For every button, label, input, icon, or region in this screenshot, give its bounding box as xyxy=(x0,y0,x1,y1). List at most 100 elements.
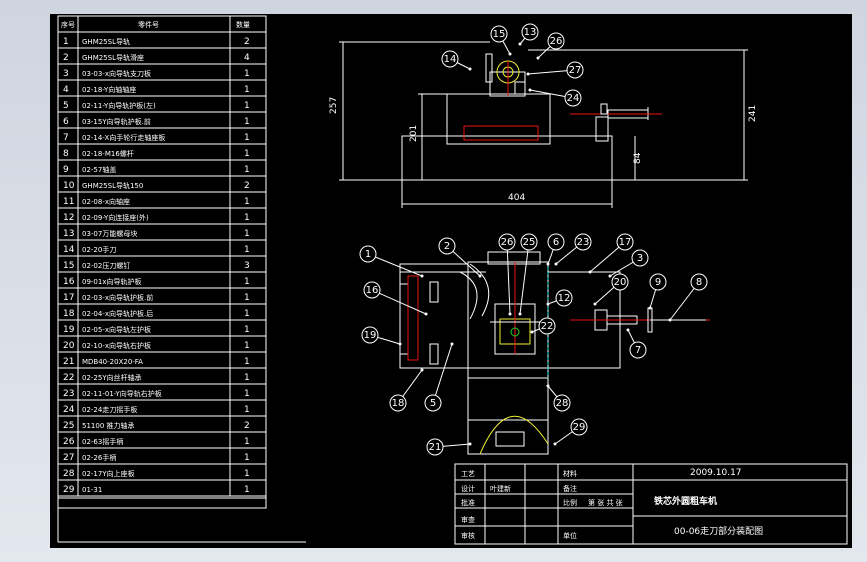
row-part-name: 02-26手柄 xyxy=(82,453,116,462)
row-qty: 1 xyxy=(244,69,250,79)
material-label: 材料 xyxy=(563,469,577,478)
row-part-name: 02-18-M16螺杆 xyxy=(82,149,134,158)
balloon-number: 1 xyxy=(365,249,371,260)
row-qty: 1 xyxy=(244,405,250,415)
row-no: 18 xyxy=(63,309,75,319)
callout-balloon: 8 xyxy=(668,273,708,322)
row-no: 7 xyxy=(63,133,69,143)
table-header-qty: 数量 xyxy=(236,20,250,29)
callout-balloon: 6 xyxy=(546,233,565,266)
row-part-name: 03-07万能螺母块 xyxy=(82,229,137,238)
dim-257: 257 xyxy=(329,97,339,114)
row-qty: 1 xyxy=(244,437,250,447)
row-qty: 1 xyxy=(244,149,250,159)
callout-balloon: 29 xyxy=(553,418,588,446)
title-label-approve: 批准 xyxy=(461,498,475,507)
balloon-number: 28 xyxy=(556,398,569,409)
balloon-number: 3 xyxy=(637,253,643,264)
row-qty: 1 xyxy=(244,213,250,223)
balloon-number: 7 xyxy=(635,345,641,356)
machine-name: 铁芯外圆粗车机 xyxy=(654,495,717,507)
row-qty: 1 xyxy=(244,229,250,239)
table-row: 13 03-07万能螺母块 1 xyxy=(63,229,250,239)
row-qty: 1 xyxy=(244,197,250,207)
row-part-name: 02-25Y向丝杆轴承 xyxy=(82,373,142,382)
row-no: 28 xyxy=(63,469,75,479)
balloon-number: 2 xyxy=(444,241,450,252)
scale-label: 比例 xyxy=(563,498,577,507)
balloon-number: 21 xyxy=(429,442,442,453)
row-no: 8 xyxy=(63,149,69,159)
row-no: 3 xyxy=(63,69,69,79)
row-no: 21 xyxy=(63,357,74,367)
row-qty: 1 xyxy=(244,485,250,495)
callout-balloon: 19 xyxy=(361,326,402,346)
row-no: 22 xyxy=(63,373,74,383)
row-no: 25 xyxy=(63,421,74,431)
row-qty: 2 xyxy=(244,421,250,431)
row-part-name: GHM25SL导轨 xyxy=(82,37,130,46)
callout-balloon: 26 xyxy=(536,32,565,60)
row-no: 12 xyxy=(63,213,74,223)
row-qty: 1 xyxy=(244,245,250,255)
row-part-name: 02-63摇手柄 xyxy=(82,437,123,446)
balloon-number: 16 xyxy=(366,285,379,296)
balloon-number: 19 xyxy=(364,330,377,341)
balloon-number: 24 xyxy=(567,93,580,104)
row-part-name: 02-11-01-Y向导轨右护板 xyxy=(82,389,162,398)
callout-balloon: 20 xyxy=(593,273,629,306)
callout-balloon: 22 xyxy=(530,317,556,335)
balloon-number: 5 xyxy=(430,398,436,409)
row-no: 13 xyxy=(63,229,74,239)
row-no: 6 xyxy=(63,117,69,127)
drawing-name: 00-06走刀部分装配图 xyxy=(674,525,763,537)
title-block: 工艺 设计 批准 审查 审核 叶建新 材料 备注 比例 第 张 共 张 单位 2… xyxy=(454,463,848,545)
row-no: 27 xyxy=(63,453,74,463)
callout-balloon: 9 xyxy=(648,273,667,310)
callout-balloon: 17 xyxy=(588,233,634,274)
callout-balloon: 18 xyxy=(389,368,424,412)
row-qty: 4 xyxy=(244,53,250,63)
row-part-name: 02-57轴盖 xyxy=(82,165,116,174)
title-label-process: 工艺 xyxy=(461,470,475,478)
row-part-name: 02-05-x向导轨左护板 xyxy=(82,325,151,334)
balloon-number: 9 xyxy=(655,277,661,288)
title-label-review: 审核 xyxy=(461,531,475,540)
callout-balloon: 28 xyxy=(546,384,571,412)
callout-balloon: 7 xyxy=(626,328,647,359)
balloon-number: 22 xyxy=(541,321,554,332)
row-part-name: GHM25SL导轨滑座 xyxy=(82,53,144,62)
row-qty: 1 xyxy=(244,293,250,303)
row-qty: 1 xyxy=(244,373,250,383)
callout-balloon: 16 xyxy=(363,281,428,316)
row-qty: 1 xyxy=(244,325,250,335)
balloon-number: 23 xyxy=(577,237,590,248)
callout-balloon: 2 xyxy=(438,237,482,278)
dim-84: 84 xyxy=(633,152,643,164)
row-qty: 1 xyxy=(244,101,250,111)
row-no: 17 xyxy=(63,293,74,303)
designer-name: 叶建新 xyxy=(490,484,511,493)
row-no: 20 xyxy=(63,341,75,351)
row-qty: 1 xyxy=(244,341,250,351)
balloon-number: 25 xyxy=(523,237,536,248)
callout-balloon: 5 xyxy=(424,342,454,412)
row-no: 1 xyxy=(63,37,69,47)
balloon-number: 14 xyxy=(444,54,457,65)
row-no: 15 xyxy=(63,261,74,271)
balloon-number: 15 xyxy=(493,29,506,40)
